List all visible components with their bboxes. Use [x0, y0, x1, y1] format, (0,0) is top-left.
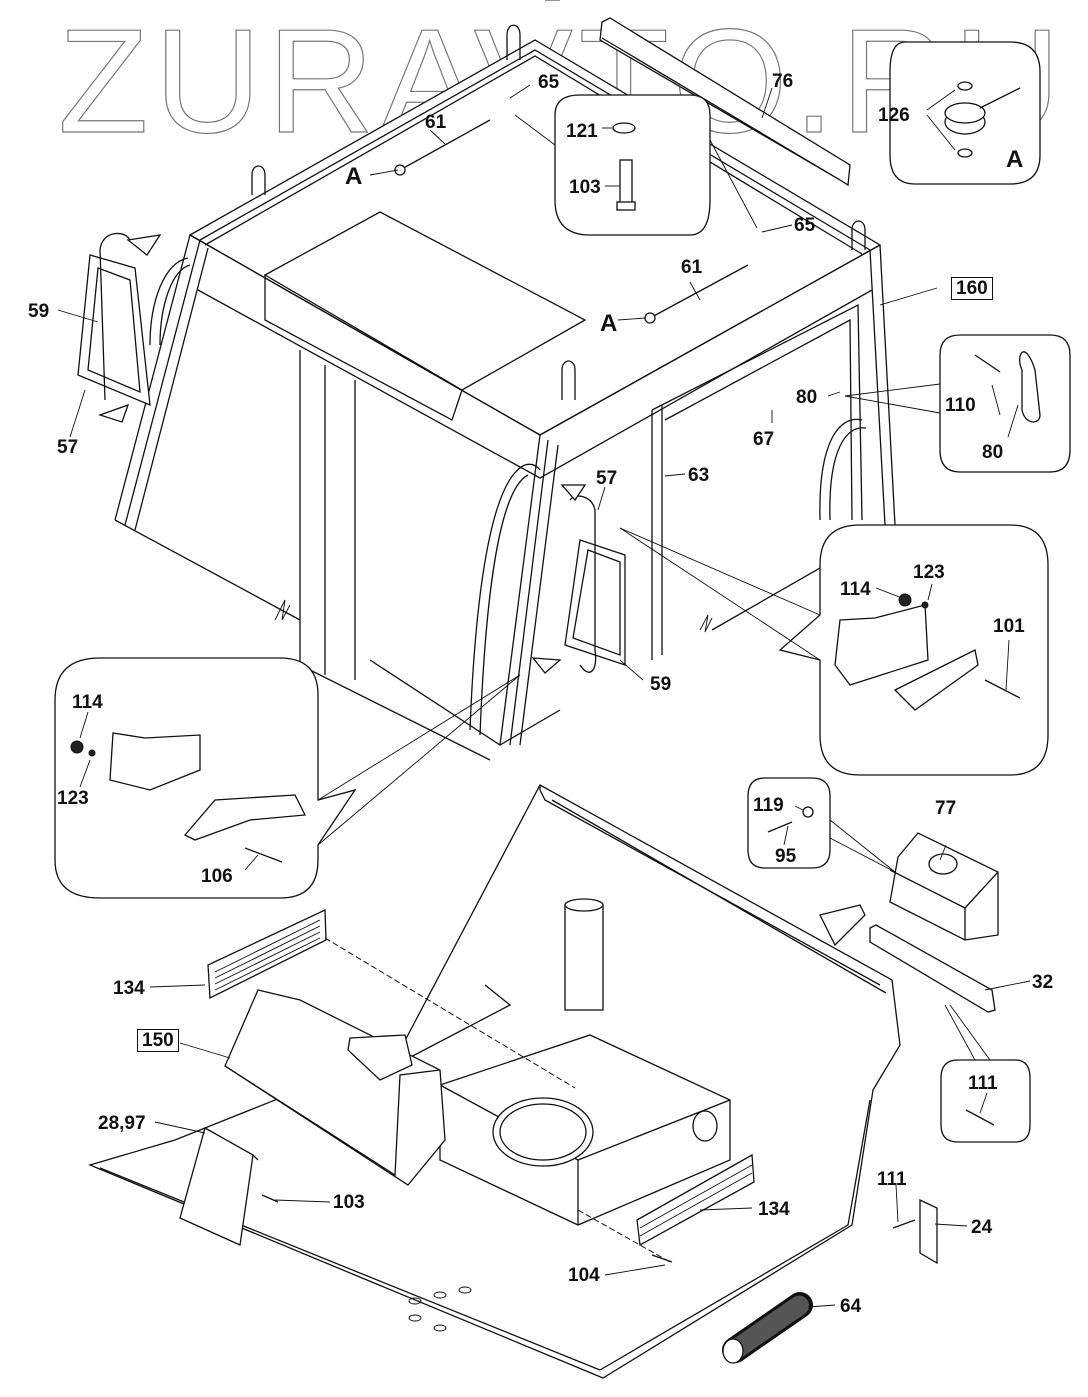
callout-57: 57: [596, 468, 618, 489]
callout-57: 57: [57, 437, 79, 458]
callout-126: 126: [878, 105, 910, 126]
callout-150: 150: [137, 1029, 179, 1052]
grip-tube-64: [722, 1292, 813, 1364]
callout-32: 32: [1032, 972, 1054, 993]
callout-104: 104: [568, 1265, 600, 1286]
callout-134: 134: [113, 978, 145, 999]
callout-121: 121: [566, 121, 598, 142]
cab-roof: [188, 39, 882, 436]
roof-struts: [394, 0, 749, 324]
mirror-59-left: [77, 232, 162, 423]
plate-24: [919, 1198, 938, 1265]
callout-64: 64: [840, 1296, 862, 1317]
callout-65: 65: [794, 215, 816, 236]
callout-160: 160: [951, 277, 993, 300]
vent-grille-134-right: [577, 1153, 755, 1263]
callout-111: 111: [968, 1073, 998, 1094]
callout-106: 106: [201, 866, 233, 887]
mirror-59-right: [531, 484, 626, 674]
detail-ref-A: A: [600, 310, 618, 337]
detail-bubble-110-80: [939, 334, 1071, 473]
callout-77: 77: [935, 798, 957, 819]
rail-32: [869, 924, 996, 1013]
cab-floor: [88, 784, 901, 1379]
callout-110: 110: [945, 395, 976, 416]
callout-134: 134: [758, 1199, 790, 1220]
detail-bubble-bracket-left: [54, 657, 357, 899]
console-150: [224, 989, 446, 1186]
callout-103: 103: [569, 177, 601, 198]
callout-114: 114: [72, 692, 103, 713]
callout-61: 61: [425, 112, 447, 133]
callout-24: 24: [971, 1217, 993, 1238]
callout-28-97: 28,97: [98, 1113, 146, 1134]
callout-76: 76: [772, 71, 794, 92]
callout-59: 59: [28, 301, 50, 322]
panel-28-97: [179, 1127, 254, 1246]
callout-67: 67: [753, 429, 775, 450]
callout-119: 119: [753, 795, 784, 816]
callout-123: 123: [913, 562, 945, 583]
vent-grille-134-left: [207, 908, 576, 1089]
callout-59: 59: [650, 674, 672, 695]
callout-101: 101: [993, 616, 1025, 637]
callout-80: 80: [982, 442, 1004, 463]
detail-marker-A: A: [1006, 146, 1024, 173]
callout-95: 95: [775, 846, 797, 867]
callout-80: 80: [796, 387, 818, 408]
callout-114: 114: [840, 579, 871, 600]
callout-63: 63: [688, 465, 710, 486]
callout-61: 61: [681, 257, 703, 278]
detail-ref-A: A: [345, 163, 363, 190]
detail-bubble-111: [940, 1059, 1031, 1143]
leader-lines: [57, 84, 1031, 1308]
box-77: [889, 832, 999, 941]
callout-65: 65: [538, 72, 560, 93]
callout-103: 103: [333, 1192, 365, 1213]
rail-76: [599, 17, 851, 187]
roof-hatch: [263, 211, 587, 391]
callout-111: 111: [877, 1169, 907, 1190]
callout-123: 123: [57, 788, 89, 809]
